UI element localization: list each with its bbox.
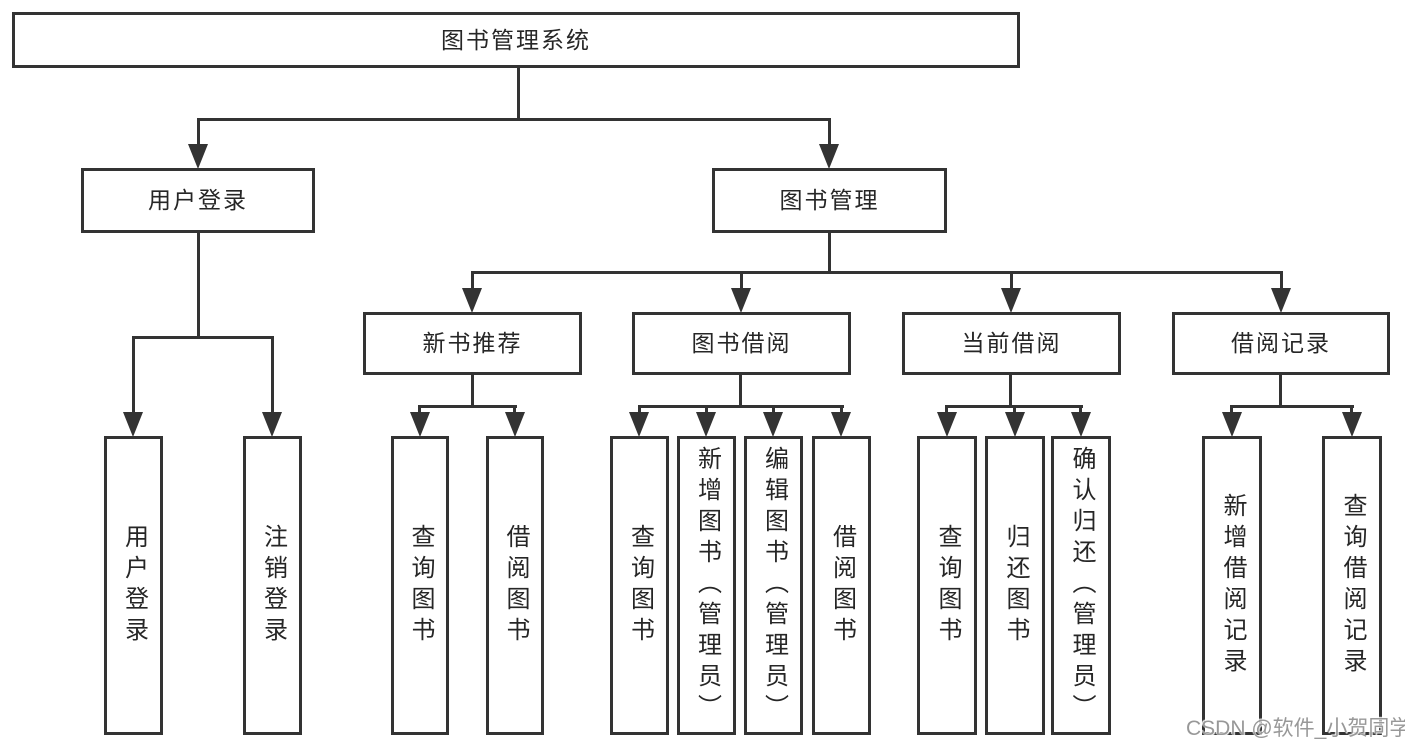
leaf-query-books-borrowing: 查询图书 <box>610 436 669 735</box>
arrow-down-icon <box>831 412 851 437</box>
connector-v <box>1280 271 1283 290</box>
connector-v <box>471 271 474 290</box>
connector-v <box>197 233 200 338</box>
connector-v <box>132 336 135 414</box>
connector-h <box>418 405 517 408</box>
watermark-text: CSDN @软件_小贺同学 <box>1186 717 1405 740</box>
arrow-down-icon <box>696 412 716 437</box>
leaf-logout: 注销登录 <box>243 436 302 735</box>
connector-v <box>471 374 474 407</box>
node-user-login: 用户登录 <box>81 168 315 233</box>
arrow-down-icon <box>1005 412 1025 437</box>
leaf-confirm-return-admin: 确认归还（管理员） <box>1051 436 1111 735</box>
leaf-query-books-current: 查询图书 <box>917 436 977 735</box>
connector-v <box>271 336 274 414</box>
arrow-down-icon <box>123 412 143 437</box>
leaf-return-books: 归还图书 <box>985 436 1045 735</box>
leaf-query-books-recommend: 查询图书 <box>391 436 449 735</box>
connector-v <box>1230 405 1233 414</box>
arrow-down-icon <box>1001 288 1021 313</box>
connector-v <box>705 405 708 414</box>
connector-h <box>638 405 844 408</box>
connector-h <box>197 118 831 121</box>
arrow-down-icon <box>937 412 957 437</box>
node-book-management: 图书管理 <box>712 168 947 233</box>
arrow-down-icon <box>262 412 282 437</box>
node-borrow-records: 借阅记录 <box>1172 312 1390 375</box>
leaf-borrow-books-borrowing: 借阅图书 <box>812 436 871 735</box>
connector-v <box>772 405 775 414</box>
connector-h <box>1230 405 1354 408</box>
leaf-add-book-admin: 新增图书（管理员） <box>677 436 736 735</box>
connector-v <box>418 405 421 414</box>
arrow-down-icon <box>1071 412 1091 437</box>
arrow-down-icon <box>188 144 208 169</box>
connector-v <box>828 118 831 146</box>
connector-v <box>1010 271 1013 290</box>
arrow-down-icon <box>1271 288 1291 313</box>
connector-v <box>1009 374 1012 407</box>
arrow-down-icon <box>731 288 751 313</box>
arrow-down-icon <box>819 144 839 169</box>
connector-v <box>739 374 742 407</box>
node-new-book-recommend: 新书推荐 <box>363 312 582 375</box>
leaf-add-borrow-record: 新增借阅记录 <box>1202 436 1262 735</box>
node-current-borrowing: 当前借阅 <box>902 312 1121 375</box>
arrow-down-icon <box>1342 412 1362 437</box>
leaf-edit-book-admin: 编辑图书（管理员） <box>744 436 803 735</box>
leaf-query-borrow-record: 查询借阅记录 <box>1322 436 1382 735</box>
leaf-borrow-books-recommend: 借阅图书 <box>486 436 544 735</box>
connector-v <box>828 233 831 273</box>
leaf-user-login: 用户登录 <box>104 436 163 735</box>
connector-v <box>1079 405 1082 414</box>
arrow-down-icon <box>462 288 482 313</box>
connector-h <box>132 336 274 339</box>
arrow-down-icon <box>410 412 430 437</box>
node-library-system: 图书管理系统 <box>12 12 1020 68</box>
connector-v <box>1279 374 1282 407</box>
connector-v <box>1350 405 1353 414</box>
connector-v <box>638 405 641 414</box>
connector-v <box>740 271 743 290</box>
connector-v <box>197 118 200 146</box>
connector-v <box>840 405 843 414</box>
arrow-down-icon <box>505 412 525 437</box>
arrow-down-icon <box>1222 412 1242 437</box>
connector-v <box>517 66 520 120</box>
connector-v <box>945 405 948 414</box>
arrow-down-icon <box>763 412 783 437</box>
connector-h <box>471 271 1283 274</box>
connector-v <box>1013 405 1016 414</box>
node-book-borrowing: 图书借阅 <box>632 312 851 375</box>
arrow-down-icon <box>629 412 649 437</box>
connector-v <box>513 405 516 414</box>
